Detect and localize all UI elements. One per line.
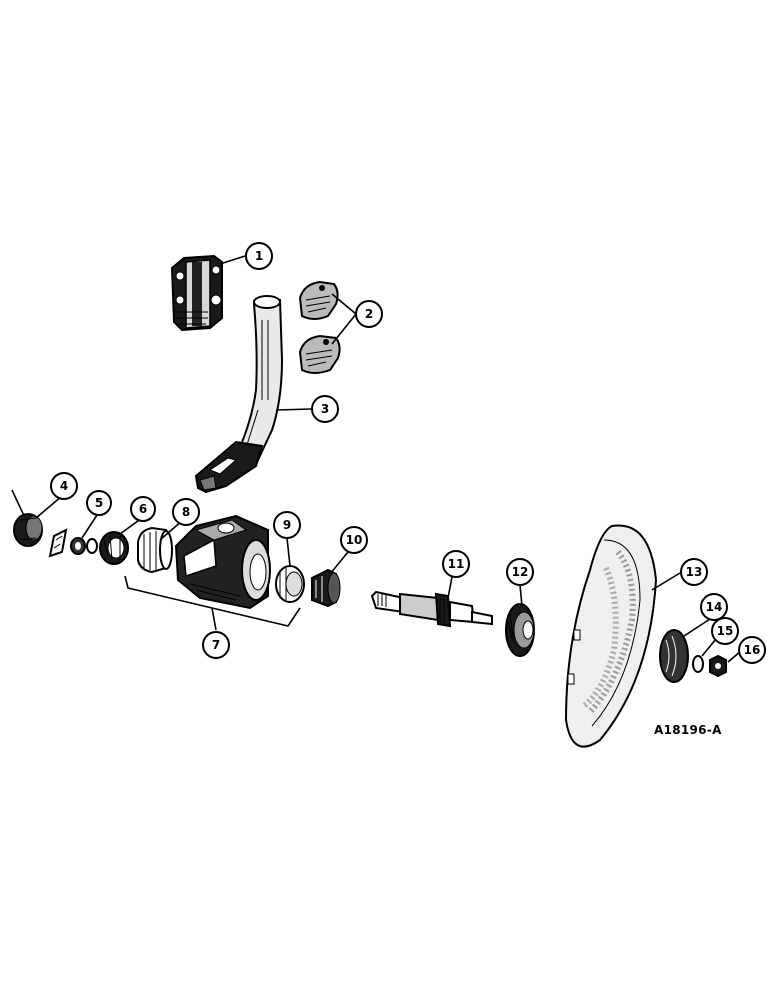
callout-1-label: 1 <box>255 249 263 263</box>
part-spindle-nut <box>709 654 727 678</box>
callout-10: 10 <box>340 526 368 554</box>
part-disc-blade <box>564 524 658 748</box>
callout-12-label: 12 <box>512 565 529 579</box>
part-bearing-cone-inner <box>311 568 341 608</box>
figure-reference-code: A18196-A <box>654 723 722 737</box>
callout-9: 9 <box>273 511 301 539</box>
callout-14-label: 14 <box>706 600 723 614</box>
callout-16-label: 16 <box>744 643 761 657</box>
callout-16: 16 <box>738 636 766 664</box>
part-dust-cap <box>11 489 43 547</box>
part-dished-washer <box>659 629 689 683</box>
callout-12: 12 <box>506 558 534 586</box>
part-bearing-caps <box>298 280 341 374</box>
callout-5-label: 5 <box>95 496 103 510</box>
callout-6: 6 <box>130 496 156 522</box>
callout-15: 15 <box>711 617 739 645</box>
part-nut-washer-pin <box>48 528 98 558</box>
callout-1: 1 <box>245 242 273 270</box>
callout-8-label: 8 <box>182 505 190 519</box>
callout-14: 14 <box>700 593 728 621</box>
part-standard <box>194 295 284 494</box>
callout-3: 3 <box>311 395 339 423</box>
part-bearing-housing <box>174 514 271 610</box>
part-clamp <box>170 254 223 332</box>
callout-3-label: 3 <box>321 402 329 416</box>
callout-11: 11 <box>442 550 470 578</box>
callout-5: 5 <box>86 490 112 516</box>
callout-4-label: 4 <box>60 479 68 493</box>
part-hub-seal <box>505 603 535 657</box>
part-lock-washer <box>692 655 704 673</box>
callout-10-label: 10 <box>346 533 363 547</box>
callout-7-label: 7 <box>212 638 220 652</box>
callout-15-label: 15 <box>717 624 734 638</box>
callout-13: 13 <box>680 558 708 586</box>
part-bearing-cup-outer <box>137 526 173 574</box>
part-bearing-cone-outer <box>99 531 129 565</box>
callout-4: 4 <box>50 472 78 500</box>
part-spindle <box>370 590 493 628</box>
callout-2-label: 2 <box>365 307 373 321</box>
callout-6-label: 6 <box>139 502 147 516</box>
part-bearing-cup-inner <box>275 565 305 603</box>
callout-7: 7 <box>202 631 230 659</box>
callout-11-label: 11 <box>448 557 465 571</box>
callout-13-label: 13 <box>686 565 703 579</box>
callout-8: 8 <box>172 498 200 526</box>
callout-9-label: 9 <box>283 518 291 532</box>
callout-2: 2 <box>355 300 383 328</box>
